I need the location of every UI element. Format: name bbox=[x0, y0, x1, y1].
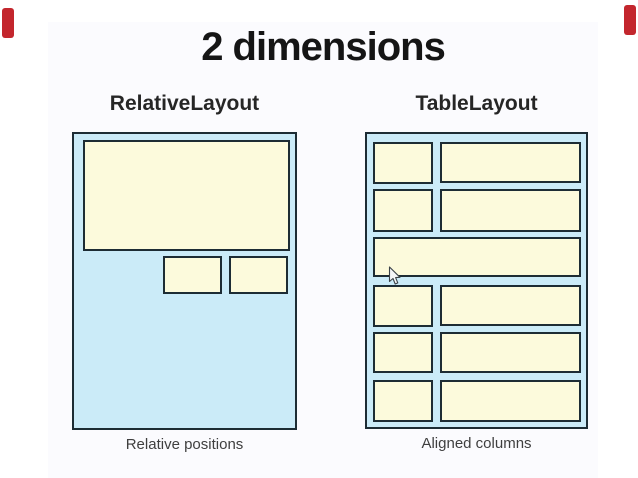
layout-box bbox=[440, 142, 581, 183]
layout-box bbox=[440, 380, 581, 422]
layout-box bbox=[373, 189, 433, 232]
layout-box bbox=[163, 256, 222, 294]
layout-box bbox=[440, 285, 581, 326]
page-title: 2 dimensions bbox=[201, 25, 446, 69]
red-accent-left-icon bbox=[2, 8, 14, 38]
layout-box bbox=[373, 332, 433, 373]
layout-box bbox=[440, 189, 581, 232]
tablelayout-container bbox=[365, 132, 588, 429]
panel-caption-aligned-columns: Aligned columns bbox=[421, 435, 532, 452]
layout-box bbox=[373, 380, 433, 422]
layout-box bbox=[83, 140, 290, 251]
panel-caption-relative-positions: Relative positions bbox=[125, 436, 244, 453]
layout-box bbox=[373, 142, 433, 184]
layout-box bbox=[229, 256, 288, 294]
mouse-cursor-icon bbox=[388, 266, 401, 285]
relativelayout-container bbox=[72, 132, 297, 430]
panel-heading-relativelayout: RelativeLayout bbox=[109, 92, 260, 115]
layout-box bbox=[440, 332, 581, 373]
layout-box bbox=[373, 285, 433, 327]
panel-heading-tablelayout: TableLayout bbox=[415, 92, 538, 115]
layout-box bbox=[373, 237, 581, 277]
red-accent-right-icon bbox=[624, 5, 636, 35]
